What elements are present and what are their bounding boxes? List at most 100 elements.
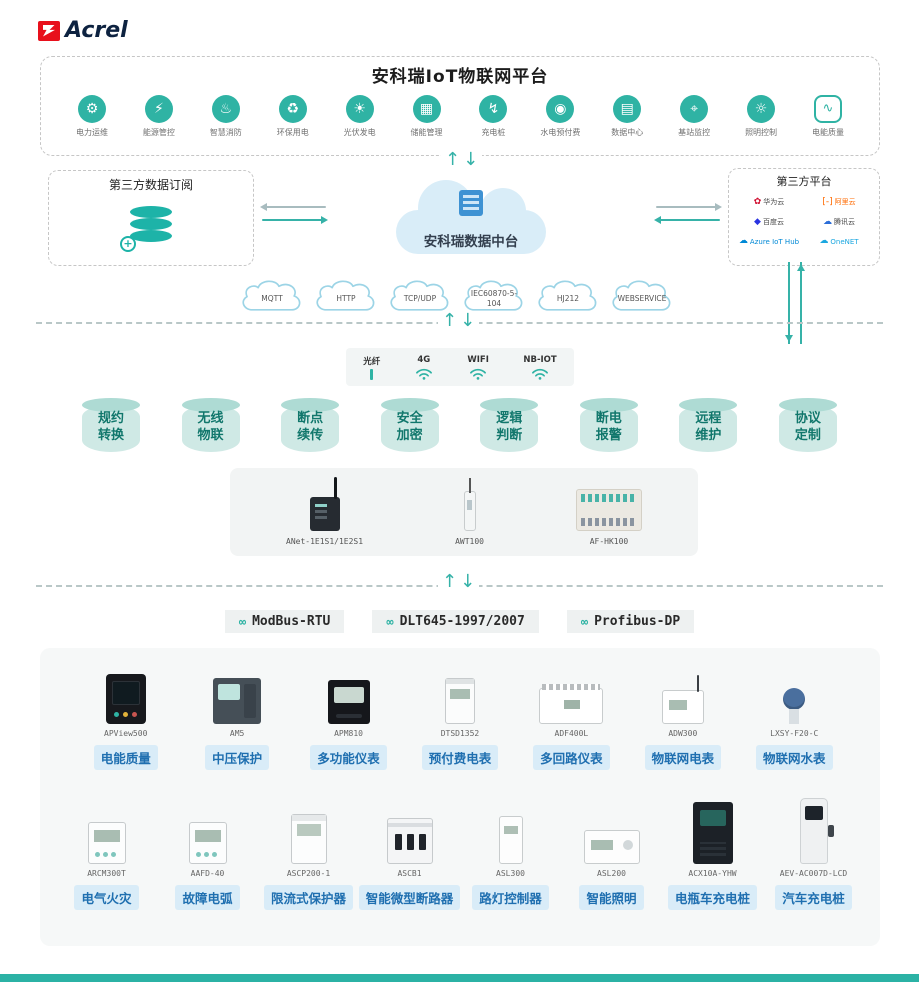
- platform-app: ⌖ 基站监控: [665, 95, 723, 138]
- cylinder-top: [82, 398, 140, 412]
- device-category-chip: 电能质量: [93, 745, 158, 770]
- network-item: NB-IOT: [523, 354, 557, 380]
- up-down-arrows: ↑ ↓: [438, 572, 480, 592]
- protocol-cloud: HJ212: [533, 278, 603, 314]
- device-category-chip: 预付费电表: [421, 745, 499, 770]
- database-plus-icon: +: [120, 206, 174, 252]
- tencent-cloud-logo: ☁: [823, 216, 832, 227]
- up-arrow-icon: ↑: [445, 149, 461, 170]
- protocol-label: WEBSERVICE: [617, 293, 667, 303]
- device-category-chip: 多功能仪表: [310, 745, 387, 770]
- gateway-feature: 协议定制: [778, 398, 837, 452]
- feature-label-text: 无线物联: [197, 411, 224, 443]
- wifi-icon: [415, 367, 433, 380]
- energy-control-icon: ⚡: [144, 95, 173, 123]
- power-quality-analyzer: [105, 674, 146, 724]
- gateway-model: AF-HK100: [589, 537, 629, 546]
- network-label: 光纤: [363, 356, 381, 367]
- wifi-icon: [469, 367, 487, 380]
- eco-power-icon: ♻: [278, 95, 307, 123]
- cylinder-shape: [82, 405, 140, 452]
- network-label: NB-IOT: [523, 354, 557, 365]
- power-quality-icon: ∿: [813, 95, 842, 123]
- third-party-platform: ☁Azure IoT Hub: [735, 237, 803, 246]
- app-label: 照明控制: [745, 128, 778, 137]
- gateway-feature: 远程维护: [679, 398, 738, 452]
- device-model: AEV-AC007D-LCD: [779, 869, 848, 878]
- device-image: [87, 798, 126, 864]
- smart-fire-icon: ♨: [211, 95, 240, 123]
- third-party-name: 阿里云: [834, 198, 856, 206]
- platform-app: ↯充电桩: [464, 95, 522, 138]
- link-icon: ∞: [238, 614, 247, 629]
- street-light-controller: [498, 816, 523, 864]
- device-model: ASL200: [597, 869, 626, 878]
- device-category-chip: 物联网水表: [755, 745, 833, 770]
- bus-protocol-chip: ∞ DLT645-1997/2007: [372, 610, 539, 633]
- acrel-logo-icon: [38, 20, 60, 41]
- third-party-platform: [-]阿里云: [805, 197, 873, 207]
- network-item: 光纤: [363, 355, 380, 380]
- app-label: 基站监控: [678, 128, 711, 137]
- device-image: [782, 664, 806, 724]
- cylinder-top: [579, 398, 638, 412]
- app-label: 能源管控: [142, 128, 175, 137]
- third-party-name: 腾讯云: [834, 218, 855, 226]
- bus-protocol-row: ∞ModBus-RTU∞DLT645-1997/2007∞Profibus-DP: [0, 610, 919, 633]
- device-model: ASL300: [496, 869, 525, 878]
- device: LXSY-F20-C 物联网水表: [739, 664, 850, 770]
- feature-label: 无线物联: [182, 411, 240, 445]
- cylinder-top: [480, 398, 539, 412]
- footer-bar: [0, 974, 919, 982]
- device-image: [661, 664, 704, 724]
- bus-protocol-chip: ∞ ModBus-RTU: [224, 610, 345, 633]
- feature-label: 安全加密: [381, 411, 439, 445]
- network-item: WIFI: [467, 355, 489, 380]
- cylinder-shape: [181, 405, 240, 452]
- link-icon: ∞: [386, 614, 394, 629]
- app-label: 智慧消防: [209, 128, 242, 137]
- device-image: [799, 798, 834, 864]
- protocol-cloud: TCP/UDP: [385, 278, 455, 314]
- feature-label-text: 安全加密: [396, 411, 423, 443]
- protocol-cloud: MQTT: [237, 278, 307, 314]
- onenet-logo: ☁: [819, 236, 829, 246]
- ebike-charging-pile: [692, 802, 733, 864]
- third-party-logo-grid: ✿华为云[-]阿里云◆百度云☁腾讯云☁Azure IoT Hub☁OneNET: [729, 189, 879, 246]
- device-image: [575, 485, 642, 531]
- database-discs: [130, 206, 172, 218]
- multifunction-meter: [327, 680, 370, 724]
- bus-protocol-label: ModBus-RTU: [252, 614, 331, 629]
- protocol-cloud: IEC60870-5-104: [459, 278, 529, 314]
- device-category-chip: 中压保护: [205, 745, 270, 770]
- device-model: ASCB1: [397, 869, 422, 878]
- solar-icon: ☀: [345, 95, 374, 123]
- cylinder-top: [778, 398, 837, 412]
- network-label: WIFI: [467, 354, 489, 365]
- cylinder-shape: [579, 405, 638, 452]
- gateway-feature: 断电报警: [579, 398, 638, 452]
- device-model: LXSY-F20-C: [770, 729, 819, 738]
- multi-circuit-meter: [539, 684, 604, 724]
- energy-storage-icon: ▦: [412, 95, 441, 123]
- cylinder-shape: [679, 405, 738, 452]
- platform-app-row: ⚙电力运维⚡能源管控♨智慧消防♻环保用电☀光伏发电▦储能管理↯充电桩◉水电预付费…: [41, 87, 879, 138]
- bus-protocol-label: DLT645-1997/2007: [399, 614, 525, 629]
- cylinder-shape: [778, 405, 837, 452]
- base-station-icon: ⌖: [680, 95, 709, 123]
- third-party-platform: ✿华为云: [735, 197, 803, 207]
- cylinder-top: [281, 398, 340, 412]
- feature-label: 断点续传: [281, 411, 339, 445]
- third-party-name: Azure IoT Hub: [749, 237, 800, 246]
